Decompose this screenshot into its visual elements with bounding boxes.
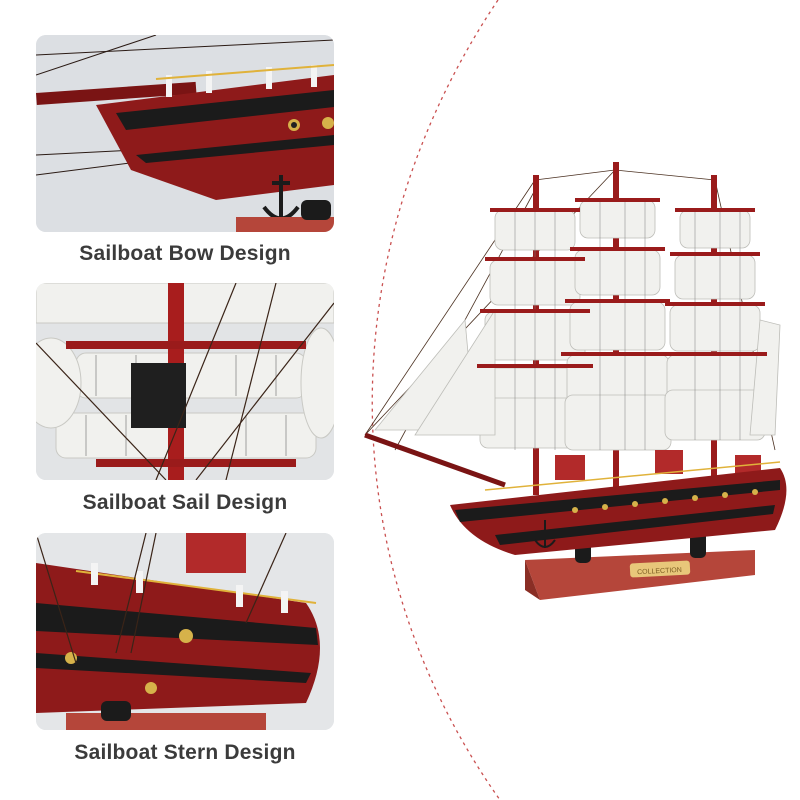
bow-detail-photo <box>36 35 334 232</box>
sailboat-model-photo: COLLECTION <box>364 162 787 600</box>
stern-caption: Sailboat Stern Design <box>74 741 296 764</box>
sail-detail-photo <box>36 283 334 480</box>
stern-detail-photo <box>36 533 334 730</box>
bow-caption: Sailboat Bow Design <box>79 242 291 265</box>
stand-plaque: COLLECTION <box>637 567 682 576</box>
sail-caption: Sailboat Sail Design <box>82 491 288 514</box>
